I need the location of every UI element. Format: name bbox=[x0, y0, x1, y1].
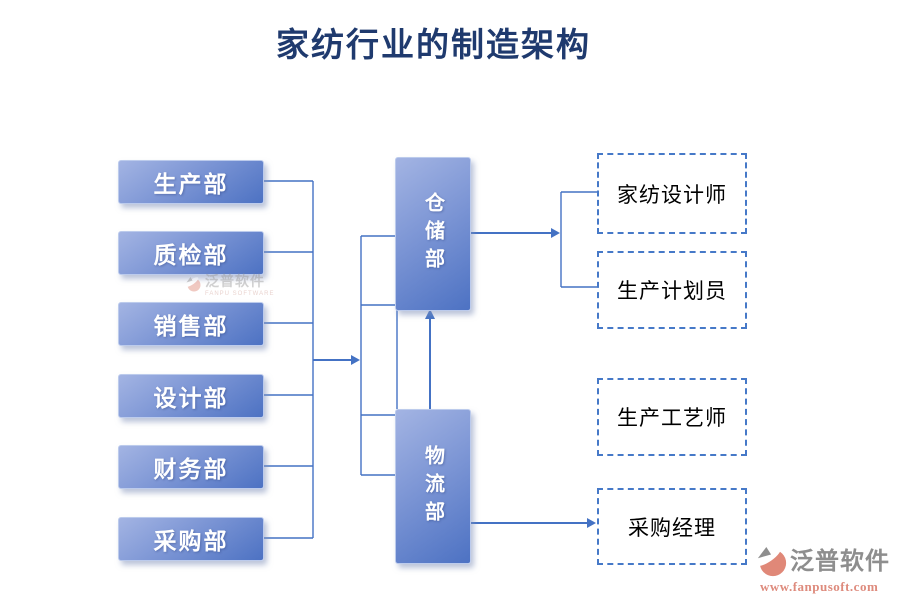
arrowhead-right-warehouse bbox=[551, 228, 560, 238]
node-design-dept: 设计部 bbox=[118, 374, 264, 418]
node-label: 物流部 bbox=[421, 444, 444, 529]
watermark-brand: 泛普软件 bbox=[205, 275, 265, 290]
node-purchasing-dept: 采购部 bbox=[118, 517, 264, 561]
arrowhead-right-purchasing bbox=[587, 518, 596, 528]
node-sales-dept: 销售部 bbox=[118, 302, 264, 346]
node-label: 采购部 bbox=[153, 529, 229, 554]
role-process-engineer: 生产工艺师 bbox=[597, 378, 747, 456]
role-label: 家纺设计师 bbox=[617, 182, 727, 207]
node-production-dept: 生产部 bbox=[118, 160, 264, 204]
middle-split-lines bbox=[360, 235, 398, 476]
watermark: 泛普软件 FANPU SOFTWARE bbox=[185, 276, 274, 297]
left-trunk-lines bbox=[262, 180, 314, 539]
role-label: 采购经理 bbox=[628, 515, 716, 540]
node-label: 质检部 bbox=[153, 243, 229, 268]
node-label: 设计部 bbox=[153, 386, 229, 411]
node-label: 销售部 bbox=[153, 314, 229, 339]
node-quality-dept: 质检部 bbox=[118, 231, 264, 275]
page-title: 家纺行业的制造架构 bbox=[276, 28, 591, 64]
node-warehouse-dept: 仓储部 bbox=[395, 157, 471, 311]
arrowhead-right-main bbox=[351, 355, 360, 365]
node-label: 仓储部 bbox=[421, 192, 444, 276]
watermark-subtitle: FANPU SOFTWARE bbox=[205, 291, 275, 297]
role-label: 生产工艺师 bbox=[617, 406, 727, 430]
role-textile-designer: 家纺设计师 bbox=[597, 153, 747, 234]
fanpu-logo-icon bbox=[756, 546, 787, 577]
watermark-logo-icon bbox=[185, 277, 201, 292]
role-production-planner: 生产计划员 bbox=[597, 251, 747, 329]
arrowheads bbox=[351, 228, 596, 528]
footer-url: www.fanpusoft.com bbox=[760, 579, 879, 594]
role-label: 生产计划员 bbox=[617, 279, 727, 303]
role-purchasing-manager: 采购经理 bbox=[597, 488, 747, 565]
footer-logo: 泛普软件 www.fanpusoft.com bbox=[756, 546, 896, 595]
footer-brand: 泛普软件 bbox=[790, 548, 890, 575]
right-split-lines bbox=[560, 191, 598, 288]
node-label: 生产部 bbox=[153, 172, 229, 197]
node-finance-dept: 财务部 bbox=[118, 445, 264, 489]
node-logistics-dept: 物流部 bbox=[395, 409, 471, 564]
node-label: 财务部 bbox=[153, 457, 229, 482]
